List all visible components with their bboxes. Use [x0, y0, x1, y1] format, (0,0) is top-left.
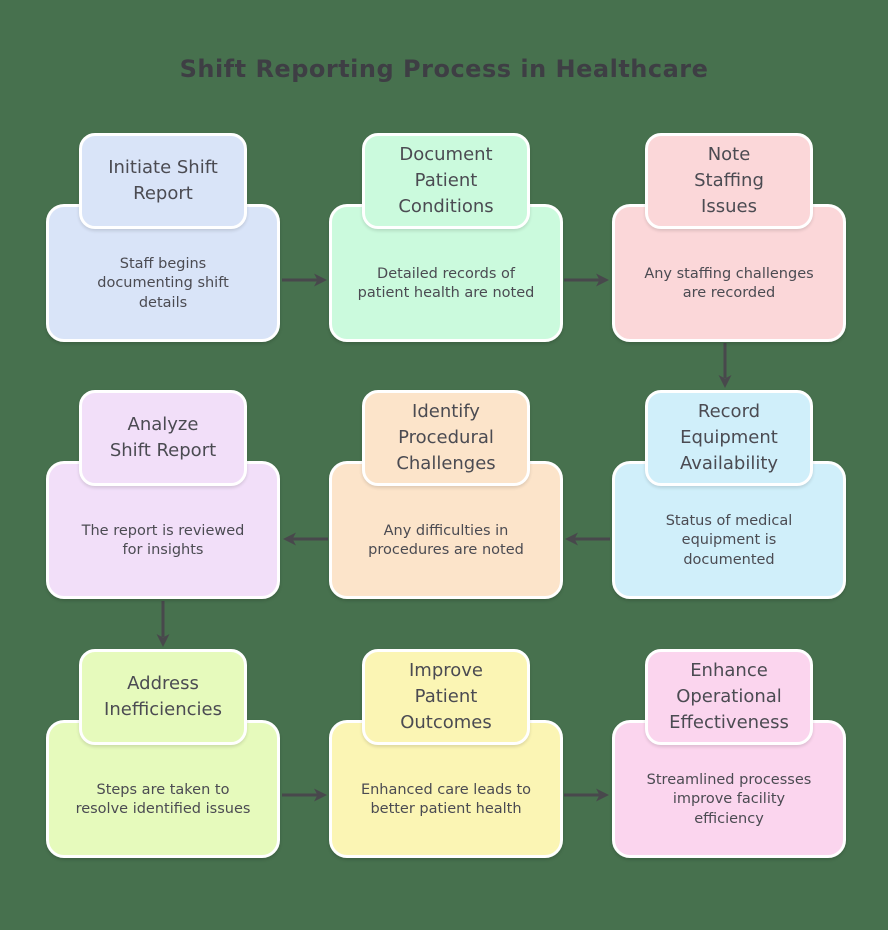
node-note-staffing-issues: Any staffing challenges are recorded Not… [612, 133, 846, 342]
node-description: Streamlined processes improve facility e… [646, 771, 812, 827]
node-title: Note Staffing Issues [694, 144, 764, 217]
node-description: The report is reviewed for insights [81, 522, 245, 559]
node-header: Analyze Shift Report [79, 390, 247, 486]
node-header: Address Inefficiencies [79, 649, 247, 745]
edge-address-to-improve [282, 788, 327, 802]
node-description: Any difficulties in procedures are noted [368, 522, 524, 559]
node-title: Identify Procedural Challenges [396, 401, 496, 474]
node-title: Document Patient Conditions [398, 144, 494, 217]
node-title: Record Equipment Availability [679, 401, 779, 474]
node-initiate-shift-report: Staff begins documenting shift details I… [46, 133, 280, 342]
node-identify-procedural-challenges: Any difficulties in procedures are noted… [329, 390, 563, 599]
node-title: Improve Patient Outcomes [400, 660, 492, 733]
node-header: Initiate Shift Report [79, 133, 247, 229]
node-record-equipment-availability: Status of medical equipment is documente… [612, 390, 846, 599]
edge-procedural-to-analyze [283, 532, 328, 546]
node-title: Analyze Shift Report [109, 414, 217, 461]
node-title: Address Inefficiencies [104, 673, 222, 720]
edge-improve-to-enhance [564, 788, 609, 802]
node-address-inefficiencies: Steps are taken to resolve identified is… [46, 649, 280, 858]
node-body: Enhanced care leads to better patient he… [329, 720, 563, 858]
node-enhance-operational-effectiveness: Streamlined processes improve facility e… [612, 649, 846, 858]
node-header: Identify Procedural Challenges [362, 390, 530, 486]
node-title: Enhance Operational Effectiveness [669, 660, 789, 733]
node-description: Enhanced care leads to better patient he… [360, 781, 532, 818]
node-description: Steps are taken to resolve identified is… [75, 781, 251, 818]
node-analyze-shift-report: The report is reviewed for insights Anal… [46, 390, 280, 599]
node-header: Enhance Operational Effectiveness [645, 649, 813, 745]
node-description: Staff begins documenting shift details [97, 255, 229, 311]
node-header: Document Patient Conditions [362, 133, 530, 229]
edge-document-to-staffing [564, 273, 609, 287]
edge-analyze-to-address [156, 601, 170, 647]
node-description: Detailed records of patient health are n… [357, 265, 535, 302]
node-header: Improve Patient Outcomes [362, 649, 530, 745]
edge-initiate-to-document [282, 273, 327, 287]
node-description: Any staffing challenges are recorded [644, 265, 814, 302]
edge-staffing-to-equipment [718, 343, 732, 388]
node-description: Status of medical equipment is documente… [665, 512, 793, 568]
edge-equipment-to-procedural [565, 532, 610, 546]
node-document-patient-conditions: Detailed records of patient health are n… [329, 133, 563, 342]
node-body: Any staffing challenges are recorded [612, 204, 846, 342]
node-body: Steps are taken to resolve identified is… [46, 720, 280, 858]
node-improve-patient-outcomes: Enhanced care leads to better patient he… [329, 649, 563, 858]
node-title: Initiate Shift Report [108, 157, 218, 204]
node-header: Record Equipment Availability [645, 390, 813, 486]
node-header: Note Staffing Issues [645, 133, 813, 229]
diagram-title: Shift Reporting Process in Healthcare [179, 55, 709, 83]
